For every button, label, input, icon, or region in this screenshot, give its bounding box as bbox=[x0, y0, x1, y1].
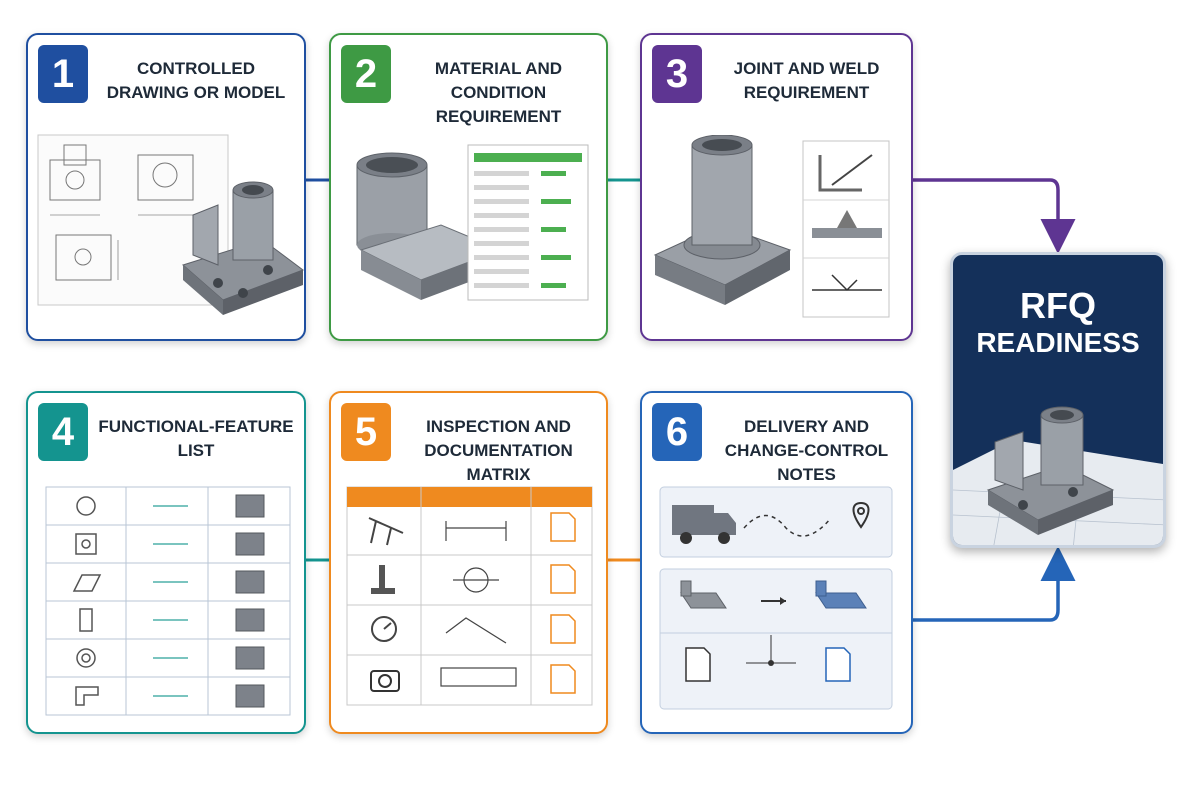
rfq-readiness-card: RFQ READINESS bbox=[950, 252, 1166, 548]
step-number-badge: 6 bbox=[652, 403, 702, 461]
step-card-2: 2 MATERIAL AND CONDITION REQUIREMENT bbox=[329, 33, 608, 341]
weld-symbol-icon bbox=[802, 140, 890, 318]
location-pin-icon bbox=[852, 501, 870, 529]
step-card-4: 4 FUNCTIONAL-FEATURE LIST bbox=[26, 391, 306, 734]
spec-sheet-icon bbox=[467, 144, 589, 301]
step-title: INSPECTION AND DOCUMENTATION MATRIX bbox=[424, 417, 573, 484]
welded-tube-icon bbox=[653, 135, 792, 305]
caliper-icon bbox=[368, 517, 404, 546]
step-card-5: 5 INSPECTION AND DOCUMENTATION MATRIX bbox=[329, 391, 608, 734]
step-title: MATERIAL AND CONDITION REQUIREMENT bbox=[434, 59, 563, 126]
step-card-3: 3 JOINT AND WELD REQUIREMENT bbox=[640, 33, 913, 341]
rfq-title: RFQ bbox=[1020, 285, 1096, 326]
document-icon bbox=[550, 512, 576, 694]
step-number-badge: 5 bbox=[341, 403, 391, 461]
step-number-badge: 4 bbox=[38, 403, 88, 461]
step-number-badge: 2 bbox=[341, 45, 391, 103]
bracket-part-icon bbox=[953, 406, 1163, 545]
inspection-matrix-icon bbox=[346, 486, 593, 706]
gauge-icon bbox=[371, 616, 397, 642]
delivery-panel bbox=[659, 486, 893, 710]
feature-table-icon bbox=[45, 486, 291, 716]
step-card-1: 1 CONTROLLED DRAWING OR MODEL bbox=[26, 33, 306, 341]
step-title: CONTROLLED DRAWING OR MODEL bbox=[106, 59, 286, 102]
connector-6-rfq bbox=[912, 546, 1076, 622]
step-card-6: 6 DELIVERY AND CHANGE-CONTROL NOTES bbox=[640, 391, 913, 734]
truck-icon bbox=[672, 505, 736, 544]
height-gauge-icon bbox=[371, 565, 395, 594]
step-number-badge: 1 bbox=[38, 45, 88, 103]
step-title: FUNCTIONAL-FEATURE LIST bbox=[98, 417, 294, 460]
step-number-badge: 3 bbox=[652, 45, 702, 103]
camera-icon bbox=[370, 670, 400, 692]
rfq-subtitle: READINESS bbox=[976, 327, 1140, 358]
connector-3-rfq bbox=[912, 178, 1076, 254]
step-title: DELIVERY AND CHANGE-CONTROL NOTES bbox=[724, 417, 889, 484]
step-title: JOINT AND WELD REQUIREMENT bbox=[733, 59, 880, 102]
bracket-part-icon bbox=[181, 181, 304, 315]
